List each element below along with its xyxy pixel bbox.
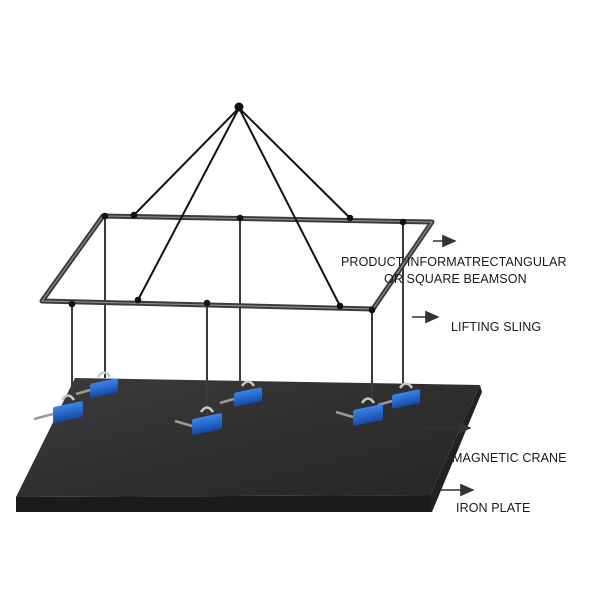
iron-plate-top (16, 378, 480, 497)
lifting-magnet-icon (377, 382, 420, 409)
frame-label-line2: OR SQUARE BEAMSON (384, 272, 527, 286)
magnetic-crane-label: MAGNETIC CRANE (452, 451, 567, 465)
frame-joints (68, 211, 407, 314)
lifting-sling (133, 107, 351, 307)
iron-plate (16, 378, 482, 512)
sling-hook-point (234, 102, 244, 112)
iron-plate-right-edge (430, 385, 482, 512)
iron-plate-side (16, 495, 430, 512)
iron-plate-label: IRON PLATE (456, 501, 531, 515)
lifting-magnet-icon (335, 397, 383, 426)
lifting-magnet-icon (219, 380, 262, 407)
lifting-sling-label: LIFTING SLING (451, 320, 542, 334)
callout-arrows (412, 234, 475, 497)
frame-label-line1: PRODUCT INFORMATRECTANGULAR (341, 255, 567, 269)
hanger-rods (71, 216, 404, 415)
lifting-magnet-icon (75, 371, 118, 398)
lifting-magnet-icon (33, 394, 83, 423)
magnets (33, 371, 420, 435)
lifting-magnet-icon (174, 406, 222, 435)
